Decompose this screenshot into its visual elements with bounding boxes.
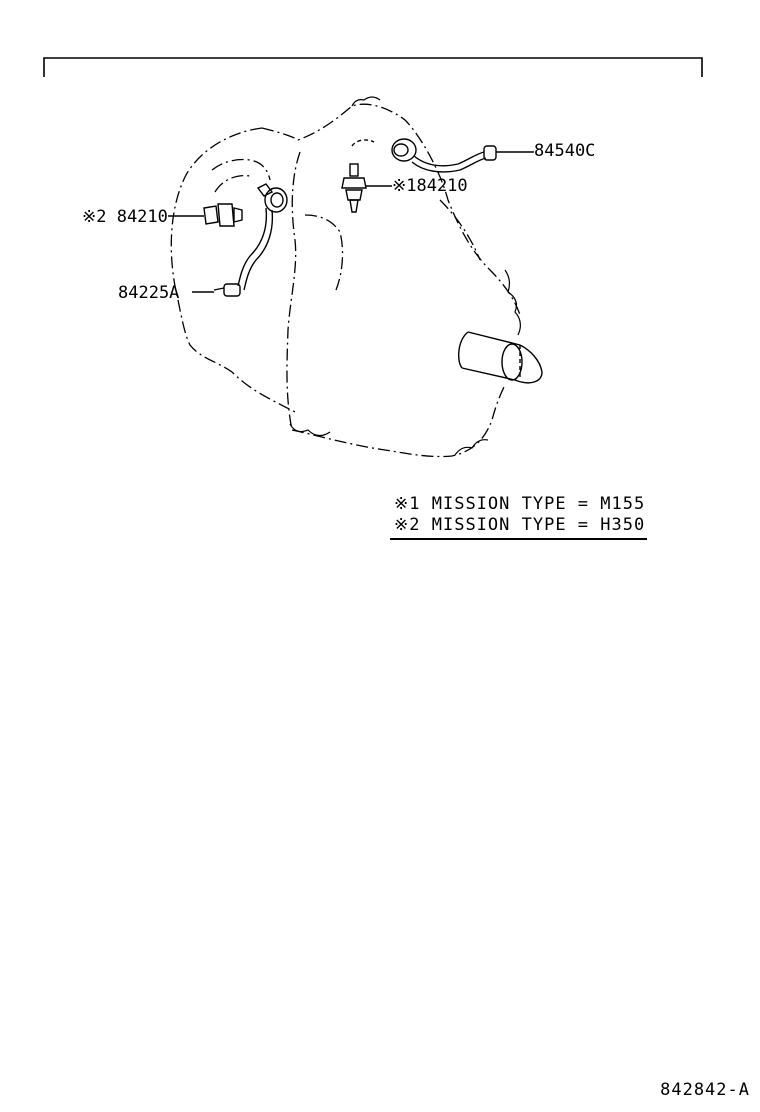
left-switch-harness [192, 183, 288, 297]
callout-right-harness: 84540C [534, 141, 596, 161]
right-switch-harness [351, 138, 534, 173]
frame-bracket [43, 57, 703, 77]
note-underline [390, 538, 647, 540]
note-line-2: ※2 MISSION TYPE = H350 [394, 515, 645, 535]
note-mark: ※2 [394, 515, 421, 535]
left-switch [168, 203, 243, 227]
note-mark: ※1 [394, 494, 421, 514]
note-text: MISSION TYPE = H350 [431, 515, 646, 535]
callout-left-harness: 84225A [118, 283, 180, 303]
transmission-housing [170, 103, 521, 458]
callout-switch-h350: ※2 84210 [82, 207, 168, 227]
note-line-1: ※1 MISSION TYPE = M155 [394, 494, 645, 514]
output-shaft [457, 331, 543, 384]
center-switch [341, 163, 392, 213]
note-text: MISSION TYPE = M155 [431, 494, 646, 514]
figure-code: 842842-A [660, 1080, 750, 1100]
callout-switch-m155: ※184210 [392, 176, 468, 196]
